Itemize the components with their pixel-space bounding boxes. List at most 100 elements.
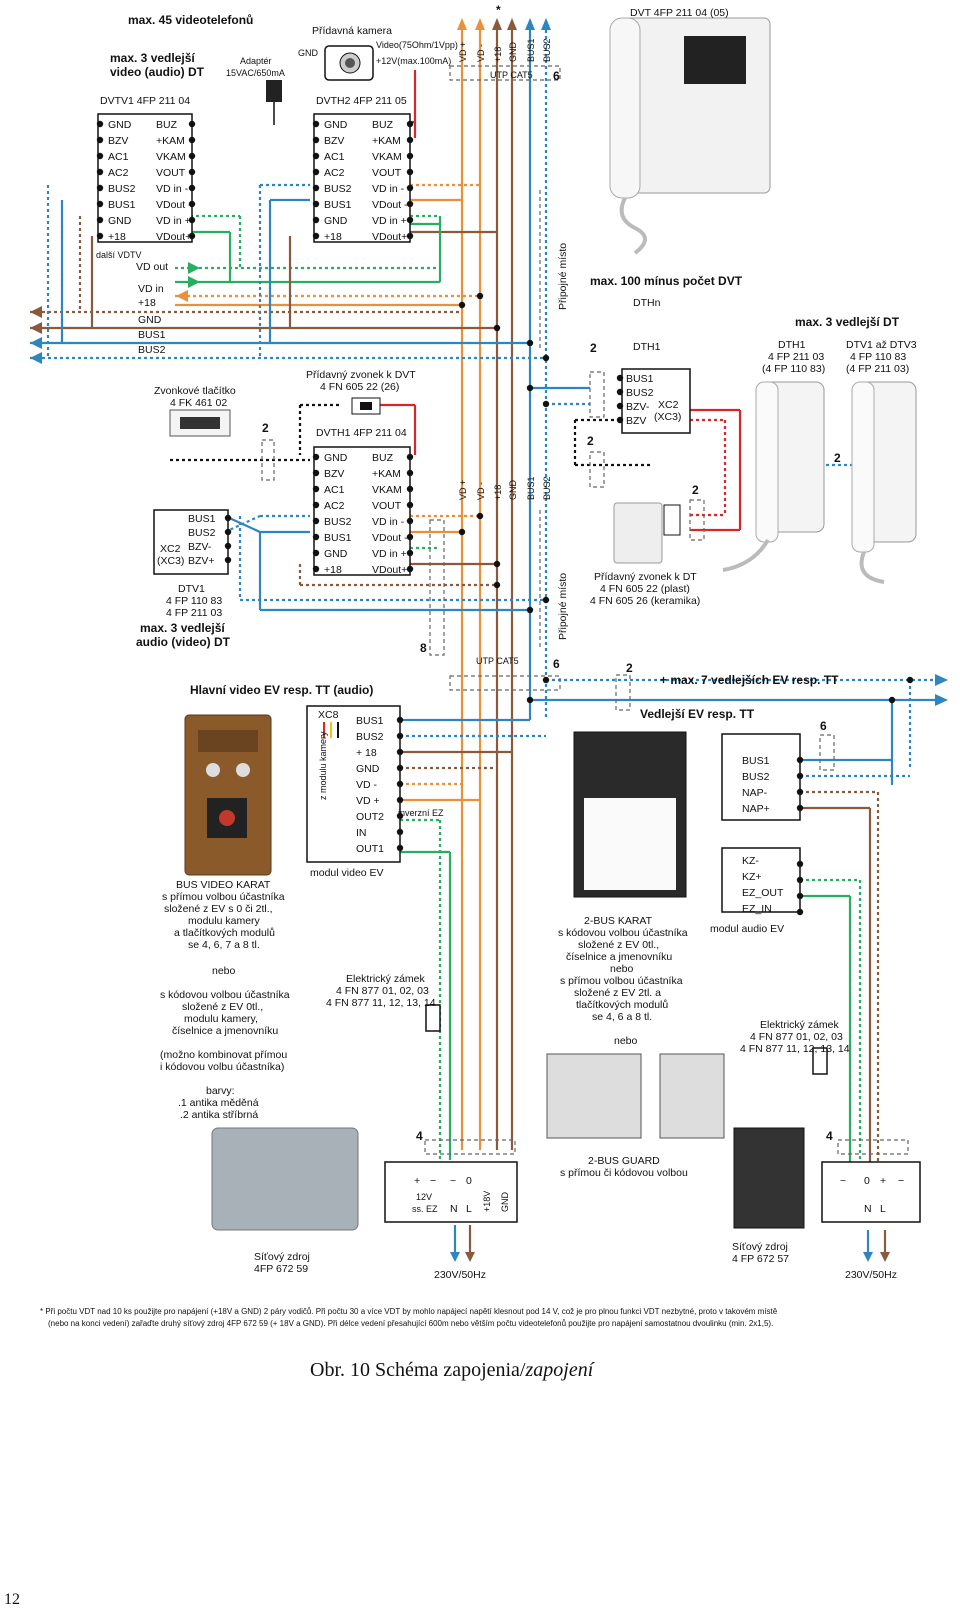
psu1-terminal-box <box>384 1161 518 1223</box>
psu1-ss: ss. EZ <box>412 1204 438 1214</box>
dvtv1-pin-right: VDout - <box>156 199 192 211</box>
ev-pin: VD - <box>356 779 378 791</box>
dtv1-pin: BZV+ <box>188 555 215 567</box>
dvth2-pin-right: VOUT <box>372 167 402 179</box>
bus-label-mid: VD + <box>458 480 468 500</box>
dvth1-pin-dot <box>312 485 320 493</box>
junction-dot <box>458 528 466 536</box>
dvth2-pin-dot <box>406 216 414 224</box>
pz-dt-l3: 4 FN 605 26 (keramika) <box>590 595 700 607</box>
zvon-l1: Zvonkové tlačítko <box>154 385 236 397</box>
psu2-num4: 4 <box>826 1129 833 1143</box>
dth-xc2: XC2 <box>658 399 679 411</box>
dtv1-pin: BUS2 <box>188 527 216 539</box>
dtv1-t3: 4 FP 211 03 <box>166 607 222 619</box>
audio-ev-pin: EZ_IN <box>742 903 772 915</box>
junction-dot <box>458 301 466 309</box>
pin-dots <box>96 120 914 916</box>
page-number: 12 <box>4 1591 20 1608</box>
dvth2-pin-dot <box>406 232 414 240</box>
dvtv1-pin-right: VD in - <box>156 183 189 195</box>
dvth1-pin-right: VD in - <box>372 516 405 528</box>
dvth2-pin-right: VD in - <box>372 183 405 195</box>
bus-label-mid: GND <box>508 480 518 501</box>
dvth2-pin-left: GND <box>324 119 348 131</box>
junction-dot <box>906 676 914 684</box>
psu1-l1: Síťový zdroj <box>254 1251 310 1263</box>
dalsi-vdtv: další VDTV <box>96 250 142 260</box>
dvth1-pin-dot <box>406 485 414 493</box>
dvth1-pin-dot <box>406 565 414 573</box>
karat-l1: BUS VIDEO KARAT <box>176 879 271 891</box>
ev-pin: OUT1 <box>356 843 384 855</box>
dvth2-pin-right: +KAM <box>372 135 401 147</box>
audio-ev-pin: BUS2 <box>742 771 770 783</box>
extra-bell-dt-image <box>613 502 681 564</box>
bus-label-mid: VD - <box>476 482 486 500</box>
dtv-t2: 4 FP 110 83 <box>850 351 906 363</box>
dtv1-t1: DTV1 <box>178 583 205 595</box>
dvtv1-pin-dot <box>96 232 104 240</box>
psu1-term-plus: + <box>414 1175 420 1187</box>
ev-pin: GND <box>356 763 380 775</box>
ev-pin: OUT2 <box>356 811 384 823</box>
karat2-l3: složené z EV 0tl., <box>578 939 659 951</box>
bus-label-top: BUS1 <box>526 38 536 62</box>
dvtv1-wires <box>46 185 242 358</box>
max7-label: + max. 7 vedlejších EV resp. TT <box>660 673 839 687</box>
dvth1-title: DVTH1 4FP 211 04 <box>316 427 407 439</box>
junction-dot <box>542 354 550 362</box>
dvtv1-pin-left: AC2 <box>108 167 129 179</box>
dvth1-pin-right: BUZ <box>372 452 394 464</box>
main-ev-wires <box>400 718 546 1160</box>
audio-ev-pin: NAP- <box>742 787 768 799</box>
modul-audio-label: modul audio EV <box>710 923 784 935</box>
karat2-l8: tlačítkových modulů <box>576 999 668 1011</box>
karat-l7: s kódovou volbou účastníka <box>160 989 290 1001</box>
dvth2-pin-dot <box>312 232 320 240</box>
psu2-terminal-box <box>821 1161 921 1223</box>
max100-label: max. 100 mínus počet DVT <box>590 274 743 288</box>
audio-ev-pin: KZ+ <box>742 871 762 883</box>
bus-label-top: VD - <box>476 44 486 62</box>
zamek1-l1: Elektrický zámek <box>346 973 426 985</box>
cable-markers <box>261 65 909 1155</box>
audio-ev-bottom-box <box>721 847 801 913</box>
dvth1-pin-right: VOUT <box>372 500 402 512</box>
dvth1-pin-right: VD in + <box>372 548 407 560</box>
num-6-right: 6 <box>820 719 827 733</box>
dvth2-pin-dot <box>312 120 320 128</box>
dtv-t3: (4 FP 211 03) <box>846 363 909 375</box>
karat-l4: modulu kamery <box>188 915 261 927</box>
bus-label-mid: +18 <box>493 485 503 500</box>
psu1-term-18: +18V <box>482 1191 492 1212</box>
zamek2-l3: 4 FN 877 11, 12, 13, 14 <box>740 1043 850 1055</box>
vd-out-label: VD out <box>136 261 168 273</box>
dth1-phone-image <box>722 381 825 572</box>
dvth1-pin-dot <box>312 501 320 509</box>
dvth2-pin-dot <box>312 152 320 160</box>
karat-l14: .1 antika měděná <box>178 1097 259 1109</box>
dvth2-pin-dot <box>406 168 414 176</box>
num-8: 8 <box>420 641 427 655</box>
dvth1-pin-dot <box>406 533 414 541</box>
psu2-term-ac: ~ <box>840 1175 846 1187</box>
dth1-t3: (4 FP 110 83) <box>762 363 825 375</box>
ev-pin-dot <box>396 828 404 836</box>
karat2-l7: složené z EV 2tl. a <box>574 987 661 999</box>
pz-dt-l1: Přídavný zvonek k DT <box>594 571 697 583</box>
dvtv1-pin-dot <box>188 232 196 240</box>
dvtv1-pin-left: GND <box>108 119 132 131</box>
zamek1-l2: 4 FN 877 01, 02, 03 <box>336 985 429 997</box>
ev-pin-dot <box>396 780 404 788</box>
caption-main: Obr. 10 Schéma zapojenia/ <box>310 1359 526 1381</box>
dvth2-pin-left: BUS2 <box>324 183 352 195</box>
xc8-wires <box>323 722 339 738</box>
dvth2-pin-dot <box>406 120 414 128</box>
bus-label-top: GND <box>508 42 518 63</box>
dvth2-pin-right: VDout+ <box>372 231 407 243</box>
dvth2-title: DVTH2 4FP 211 05 <box>316 95 407 107</box>
dvtv1-pin-dot <box>96 136 104 144</box>
karat2-l5: nebo <box>610 963 634 975</box>
